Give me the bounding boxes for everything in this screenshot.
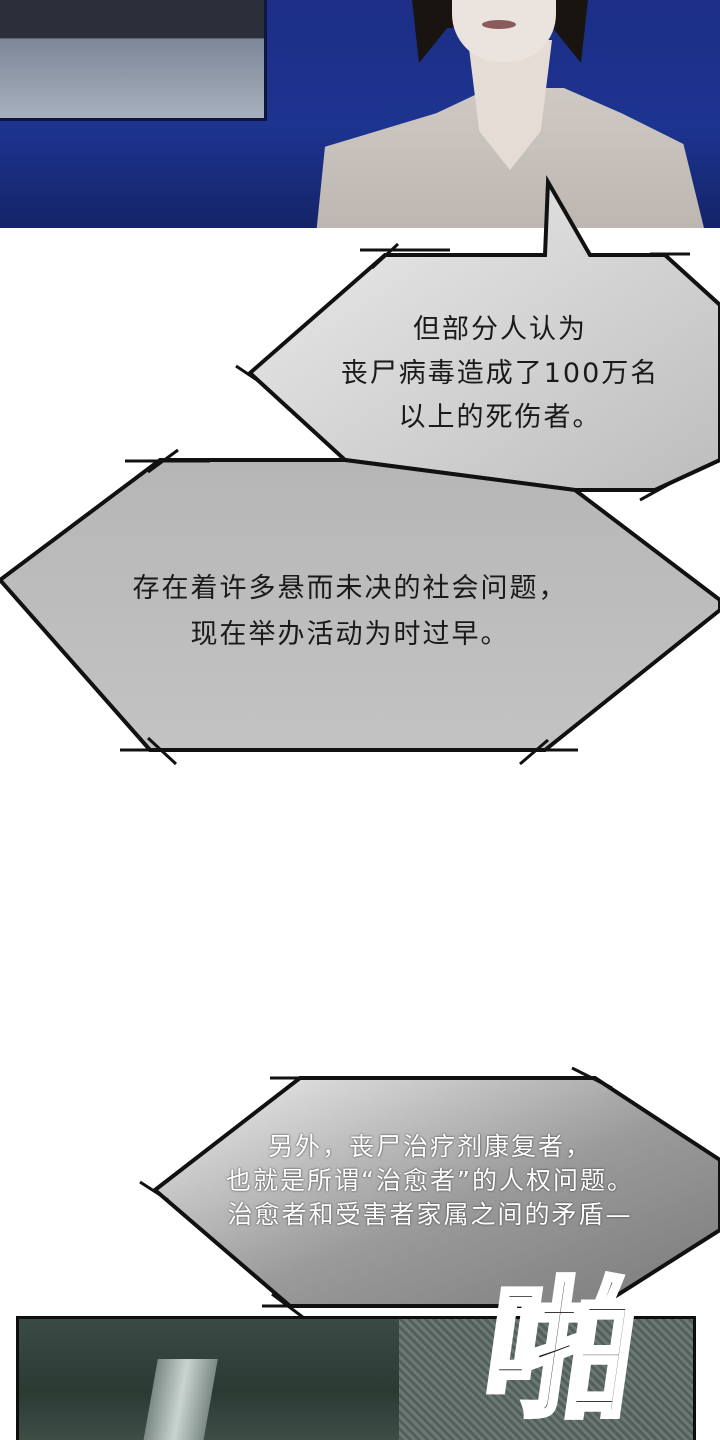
bubble-line: 治愈者和受害者家属之间的矛盾— — [227, 1200, 633, 1229]
speech-bubble-1-text: 但部分人认为 丧尸病毒造成了100万名 以上的死伤者。 — [300, 308, 700, 440]
bubble-line: 存在着许多悬而未决的社会问题， — [132, 573, 568, 604]
speech-bubble-2-shape — [0, 448, 720, 766]
top-comic-panel — [0, 0, 720, 228]
bubble-line: 丧尸病毒造成了100万名 — [340, 358, 660, 389]
speech-bubble-3-shape — [139, 1066, 720, 1320]
woman-mouth-illustration — [482, 20, 516, 29]
bubble-line: 但部分人认为 — [413, 314, 587, 345]
sound-effect-text: 啪 — [471, 1263, 650, 1440]
screen-inset-image — [0, 0, 267, 121]
speech-bubble-3-text: 另外，丧尸治疗剂康复者， 也就是所谓“治愈者”的人权问题。 治愈者和受害者家属之… — [170, 1130, 690, 1232]
bubble-line: 现在举办活动为时过早。 — [190, 619, 510, 650]
sleeve-illustration — [140, 1359, 218, 1440]
bubble-line: 以上的死伤者。 — [398, 402, 602, 433]
bubble-line: 另外，丧尸治疗剂康复者， — [267, 1132, 592, 1161]
suit-illustration — [399, 1319, 693, 1440]
bubble-line: 也就是所谓“治愈者”的人权问题。 — [226, 1166, 634, 1195]
bottom-comic-panel — [16, 1316, 696, 1440]
speech-bubble-2-text: 存在着许多悬而未决的社会问题， 现在举办活动为时过早。 — [60, 566, 640, 658]
speech-bubble-1-shape — [235, 175, 720, 502]
